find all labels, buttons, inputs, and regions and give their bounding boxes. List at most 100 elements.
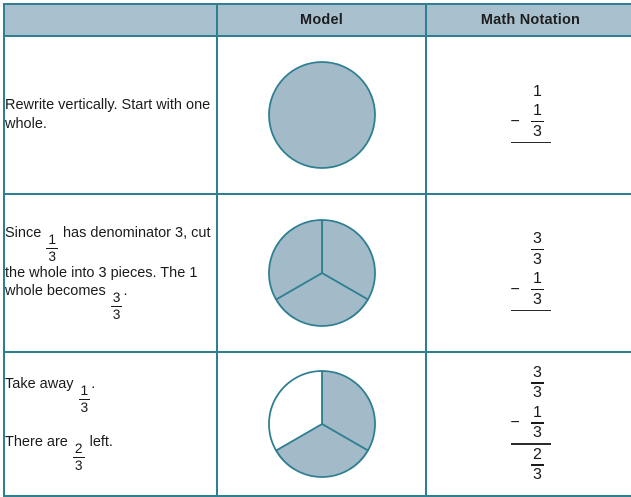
fraction-numerator: 1 bbox=[48, 231, 56, 247]
fraction-denominator: 3 bbox=[533, 384, 542, 402]
table-body: Rewrite vertically. Start with one whole… bbox=[3, 35, 631, 497]
table-header: Model Math Notation bbox=[3, 3, 631, 37]
subtraction-rule-row bbox=[510, 309, 551, 312]
fraction-bar bbox=[110, 306, 123, 308]
fraction-denominator: 3 bbox=[48, 248, 56, 264]
description-text: Since bbox=[5, 224, 46, 241]
description-text: . bbox=[91, 376, 96, 393]
row-1-model bbox=[216, 35, 427, 195]
whole-number: 1 bbox=[533, 82, 542, 100]
fraction-numerator: 1 bbox=[533, 102, 542, 120]
fraction-denominator: 3 bbox=[533, 424, 542, 442]
fraction-bar bbox=[531, 382, 544, 384]
math-minuend-row: 1 bbox=[511, 82, 551, 102]
math-minuend: 1 bbox=[525, 82, 551, 100]
fraction-numerator: 3 bbox=[533, 363, 542, 381]
subtraction-rule-row bbox=[510, 141, 551, 144]
fraction-bar bbox=[531, 288, 544, 291]
description-text: . bbox=[123, 283, 128, 300]
circle-sector-shaded bbox=[274, 423, 369, 478]
header-math-notation: Math Notation bbox=[425, 3, 631, 37]
fraction-bar bbox=[72, 456, 85, 459]
fraction-subtraction-table-wrapper: Model Math Notation Rewrite vertically. … bbox=[3, 3, 631, 497]
header-row: Model Math Notation bbox=[3, 3, 631, 37]
fraction-numerator: 1 bbox=[533, 403, 542, 421]
fraction-bar bbox=[531, 422, 544, 424]
description-text: Take away bbox=[5, 376, 78, 393]
fraction-denominator: 3 bbox=[533, 250, 542, 268]
fraction-numerator: 1 bbox=[533, 270, 542, 288]
fraction-numerator: 2 bbox=[74, 440, 83, 456]
description-text: There are bbox=[5, 434, 72, 450]
fraction-denominator: 3 bbox=[533, 290, 542, 308]
subtraction-rule bbox=[510, 309, 551, 312]
fraction-bar bbox=[531, 248, 544, 251]
fraction-denominator: 3 bbox=[80, 400, 89, 416]
description-text: left. bbox=[85, 434, 113, 450]
subtraction-rule-row bbox=[510, 443, 551, 445]
circle-whole bbox=[267, 61, 376, 169]
description-paragraph: Rewrite vertically. Start with one whole… bbox=[5, 96, 216, 133]
fraction-subtraction-table: Model Math Notation Rewrite vertically. … bbox=[3, 3, 631, 497]
fraction-denominator: 3 bbox=[112, 307, 121, 323]
circle-sector-shaded bbox=[267, 219, 323, 301]
minus-sign: − bbox=[510, 414, 520, 432]
fraction-bar bbox=[78, 398, 91, 401]
circle-sector-unshaded bbox=[267, 370, 323, 452]
subtraction-rule bbox=[510, 141, 551, 144]
fraction-bar bbox=[531, 464, 544, 466]
row-3-model bbox=[216, 351, 427, 497]
description-text: Rewrite vertically. Start with one whole… bbox=[5, 97, 211, 132]
fraction-numerator: 2 bbox=[533, 445, 542, 463]
circle-model bbox=[267, 61, 376, 169]
fraction-bar bbox=[531, 120, 544, 123]
circle-sector-shaded bbox=[274, 272, 369, 327]
fraction-bar bbox=[46, 247, 58, 249]
fraction-numerator: 1 bbox=[80, 383, 89, 399]
row-2-model bbox=[216, 193, 427, 353]
fraction-denominator: 3 bbox=[533, 122, 542, 140]
circle-model bbox=[267, 370, 376, 478]
fraction-numerator: 3 bbox=[533, 230, 542, 248]
header-model: Model bbox=[216, 3, 427, 37]
description-text: has denominator 3, cut the whole into 3 … bbox=[5, 224, 211, 300]
circle-model bbox=[267, 219, 376, 327]
row-1-description: Rewrite vertically. Start with one whole… bbox=[3, 35, 218, 195]
fraction-numerator: 3 bbox=[112, 290, 121, 306]
minus-sign: − bbox=[510, 112, 520, 130]
fraction-denominator: 3 bbox=[533, 466, 542, 484]
header-description bbox=[3, 3, 218, 37]
fraction-denominator: 3 bbox=[74, 458, 83, 474]
